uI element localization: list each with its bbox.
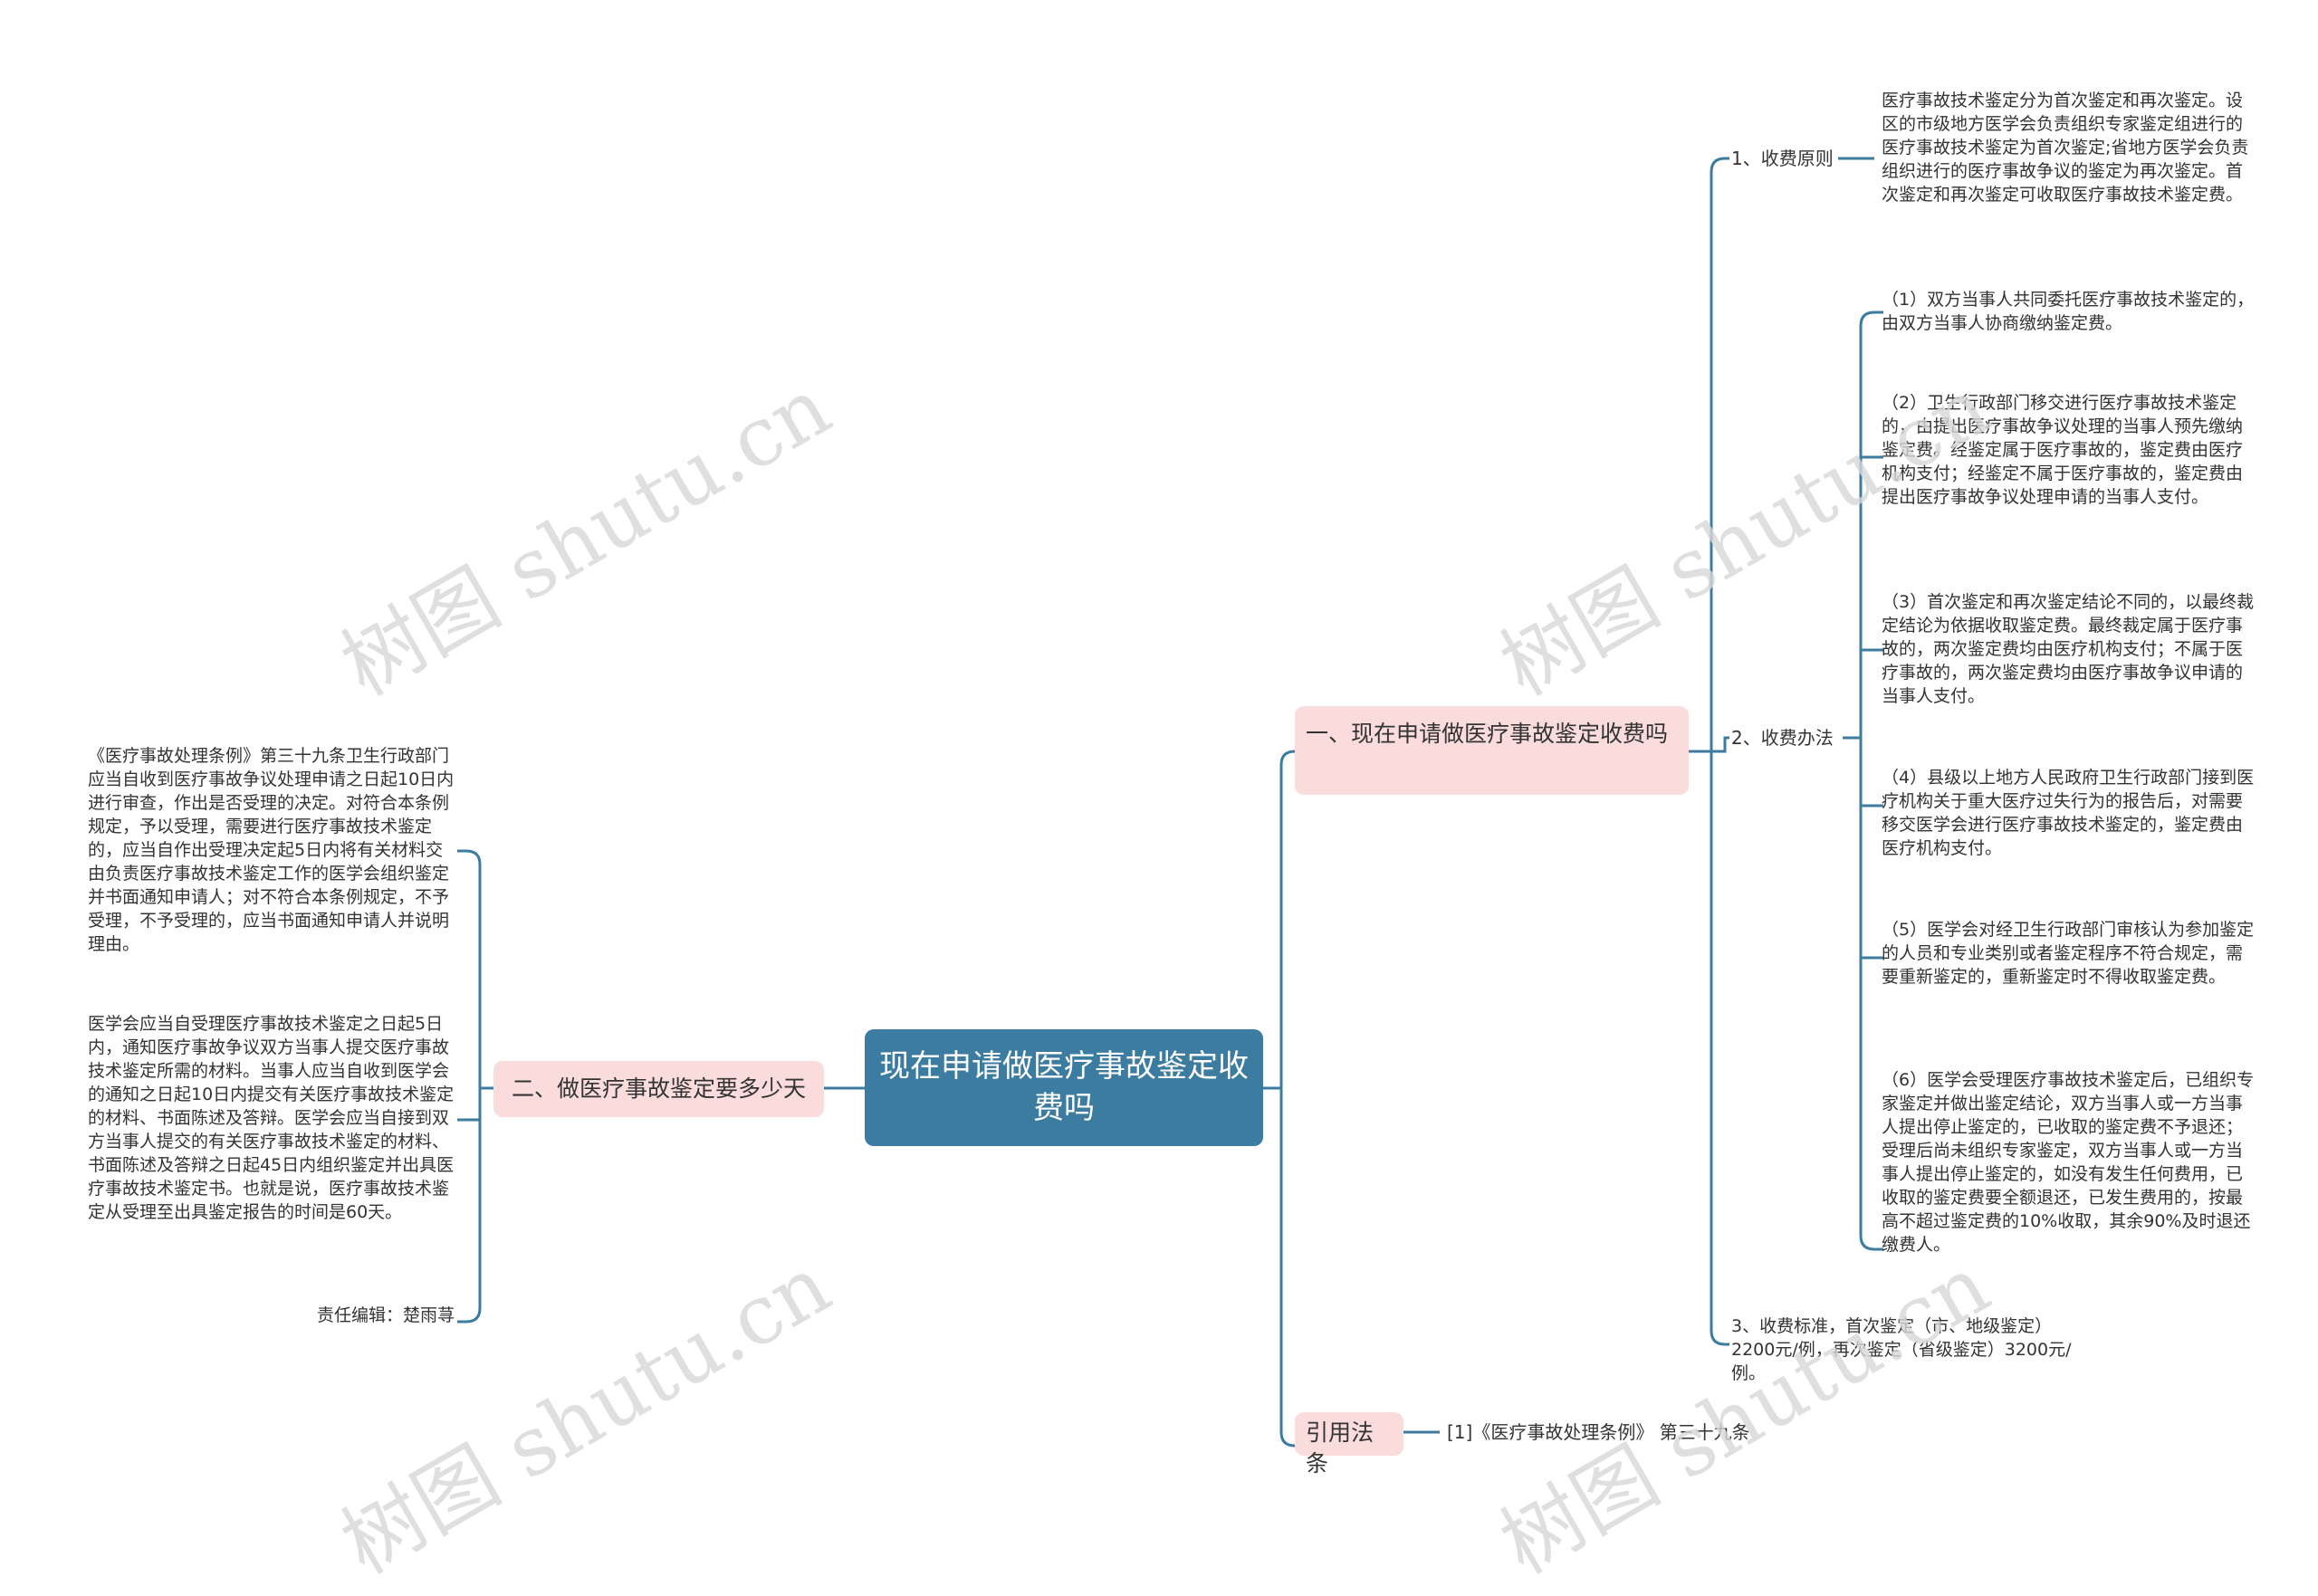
- fee-principle-label[interactable]: 1、收费原则: [1731, 148, 1834, 169]
- cited-law-text: [1]《医疗事故处理条例》 第三十九条: [1447, 1421, 1750, 1443]
- fee-method-item-4: （4）县级以上地方人民政府卫生行政部门接到医疗机构关于重大医疗过失行为的报告后，…: [1882, 768, 2255, 858]
- editor-credit: 责任编辑：楚雨荨: [316, 1305, 455, 1325]
- fee-method-item-6: （6）医学会受理医疗事故技术鉴定后，已组织专家鉴定并做出鉴定结论，双方当事人或一…: [1882, 1070, 2255, 1255]
- branch-cited-law[interactable]: 引用法条: [1295, 1412, 1403, 1477]
- branch-fee-question-label: 一、现在申请做医疗事故鉴定收费吗: [1306, 721, 1669, 747]
- branch-cited-law-label: 引用法条: [1306, 1419, 1375, 1477]
- branch-days-question[interactable]: 二、做医疗事故鉴定要多少天: [493, 1061, 824, 1117]
- root-topic-label: 现在申请做医疗事故鉴定收费吗: [879, 1048, 1249, 1126]
- fee-method-item-5: （5）医学会对经卫生行政部门审核认为参加鉴定的人员和专业类别或者鉴定程序不符合规…: [1882, 920, 2255, 987]
- root-topic[interactable]: 现在申请做医疗事故鉴定收费吗: [865, 1029, 1263, 1146]
- fee-method-item-1: （1）双方当事人共同委托医疗事故技术鉴定的，由双方当事人协商缴纳鉴定费。: [1882, 290, 2255, 333]
- days-item-2: 医学会应当自受理医疗事故技术鉴定之日起5日内，通知医疗事故争议双方当事人提交医疗…: [88, 1014, 455, 1222]
- branch-fee-question[interactable]: 一、现在申请做医疗事故鉴定收费吗: [1295, 706, 1689, 795]
- branch-days-question-label: 二、做医疗事故鉴定要多少天: [511, 1075, 806, 1102]
- fee-method-item-2: （2）卫生行政部门移交进行医疗事故技术鉴定的，由提出医疗事故争议处理的当事人预先…: [1882, 393, 2244, 507]
- fee-principle-text: 医疗事故技术鉴定分为首次鉴定和再次鉴定。设区的市级地方医学会负责组织专家鉴定组进…: [1882, 91, 2249, 205]
- days-item-1: 《医疗事故处理条例》第三十九条卫生行政部门应当自收到医疗事故争议处理申请之日起1…: [88, 746, 455, 954]
- fee-method-item-3: （3）首次鉴定和再次鉴定结论不同的，以最终裁定结论为依据收取鉴定费。最终裁定属于…: [1882, 592, 2255, 706]
- fee-method-label[interactable]: 2、收费办法: [1731, 727, 1834, 749]
- fee-standard-text[interactable]: 3、收费标准，首次鉴定（市、地级鉴定）2200元/例，再次鉴定（省级鉴定）320…: [1731, 1316, 2072, 1383]
- connector-lines: [457, 157, 1883, 1448]
